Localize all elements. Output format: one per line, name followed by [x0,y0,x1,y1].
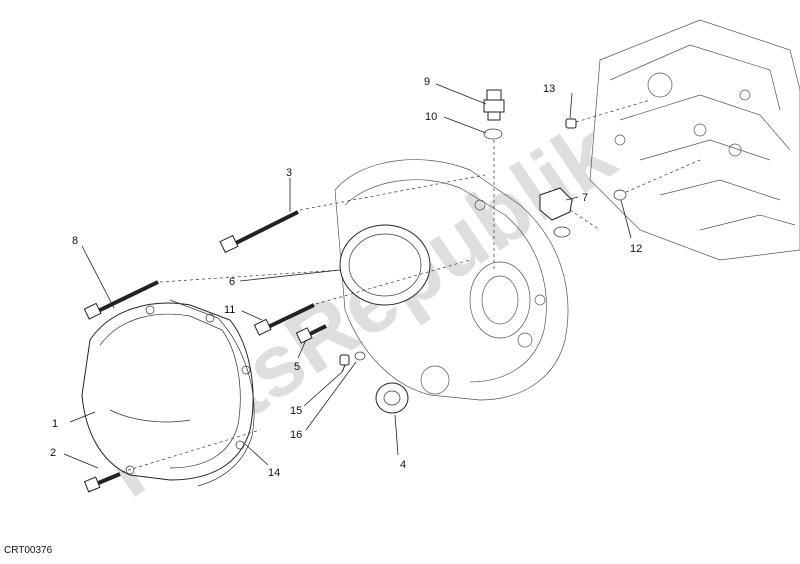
callout-12: 12 [630,243,642,255]
diagram-code: CRT00376 [4,545,53,556]
callout-4: 4 [400,459,406,471]
o-ring [613,189,627,201]
filler-plug [539,187,573,221]
callout-3: 3 [286,167,292,179]
engine-crankcase [589,19,800,261]
cover-bolt-medium [253,303,315,336]
clutch-cover [81,302,254,481]
small-screw [339,354,350,373]
callout-14: 14 [268,467,280,479]
leader-lines [63,83,632,469]
callout-2: 2 [50,447,56,459]
callout-6: 6 [229,276,235,288]
plug-o-ring [553,226,571,238]
seal-ring [339,224,431,306]
callout-16: 16 [290,429,302,441]
callout-10: 10 [425,111,437,123]
callout-13: 13 [543,83,555,95]
clutch-housing [334,159,569,401]
short-bolt [295,324,327,344]
callout-1: 1 [52,418,58,430]
cover-bolt-long [83,280,159,320]
callout-7: 7 [582,192,588,204]
cover-gasket [169,299,255,487]
oil-seal [375,382,409,414]
sensor-washer [483,128,503,140]
callout-5: 5 [294,361,300,373]
long-bolt [219,210,299,254]
cover-bolt-short [83,472,121,493]
assembly-lines [121,99,701,473]
callout-8: 8 [72,235,78,247]
callout-9: 9 [424,76,430,88]
callout-11: 11 [224,304,235,316]
callout-15: 15 [290,405,302,417]
sensor-switch [483,89,505,121]
small-washer [354,351,366,361]
dowel-pin [565,118,577,129]
